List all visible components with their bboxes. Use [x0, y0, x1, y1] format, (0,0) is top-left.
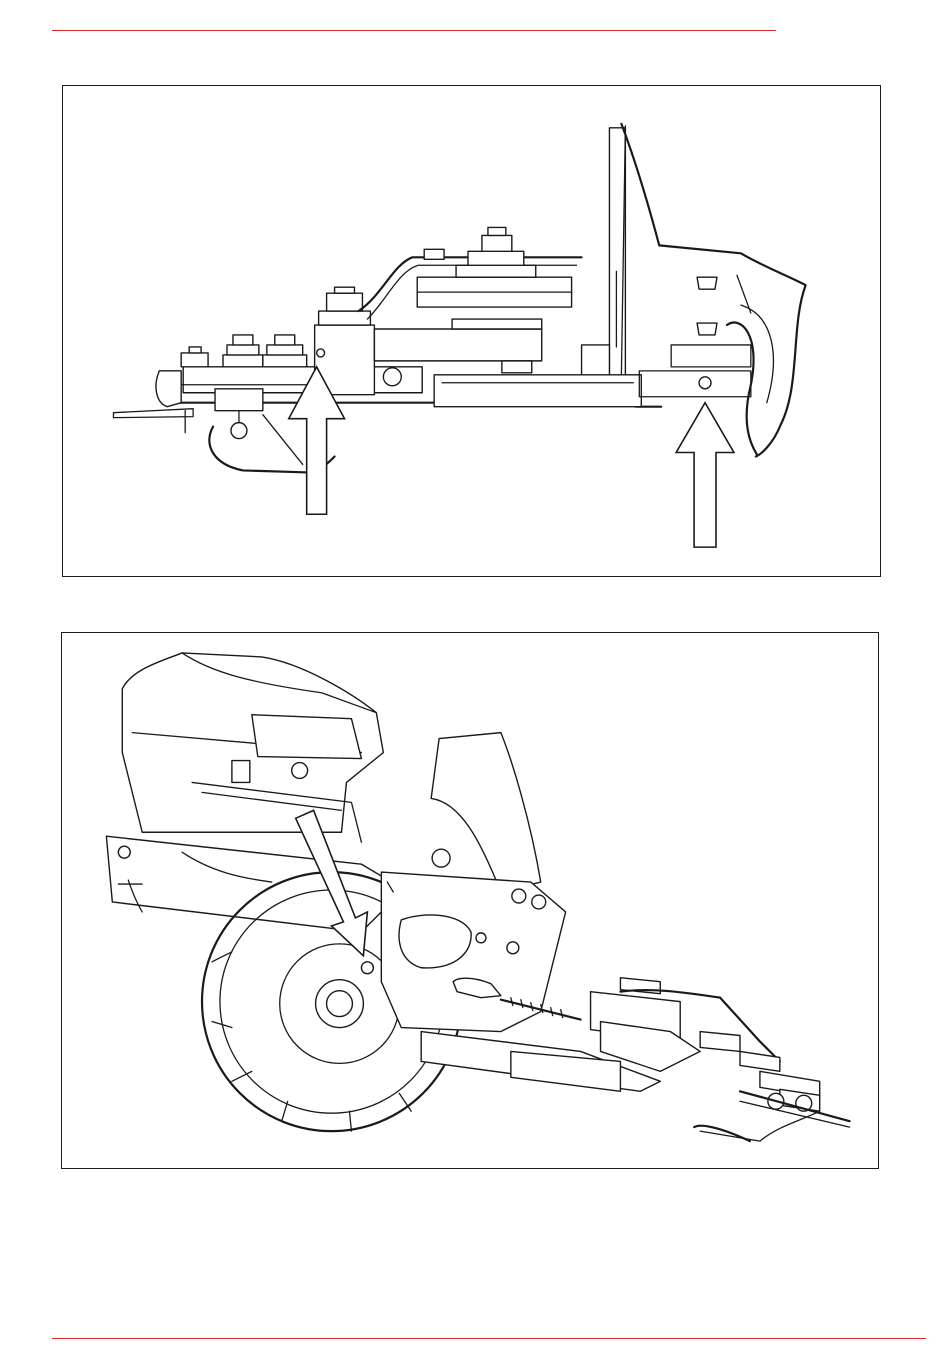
- bolt-stack-right: [263, 335, 307, 367]
- pulley: [417, 227, 571, 307]
- figure-top-panel: [62, 85, 881, 577]
- mower-deck-side-view-drawing: [63, 86, 880, 576]
- header-rule: [52, 30, 776, 31]
- bolt-stack-left: [223, 335, 263, 367]
- mower-tilted-up-drawing: [62, 633, 878, 1168]
- footer-rule: [52, 1338, 926, 1339]
- figure-bottom-panel: [61, 632, 879, 1169]
- lift-arrow-right: [676, 403, 734, 547]
